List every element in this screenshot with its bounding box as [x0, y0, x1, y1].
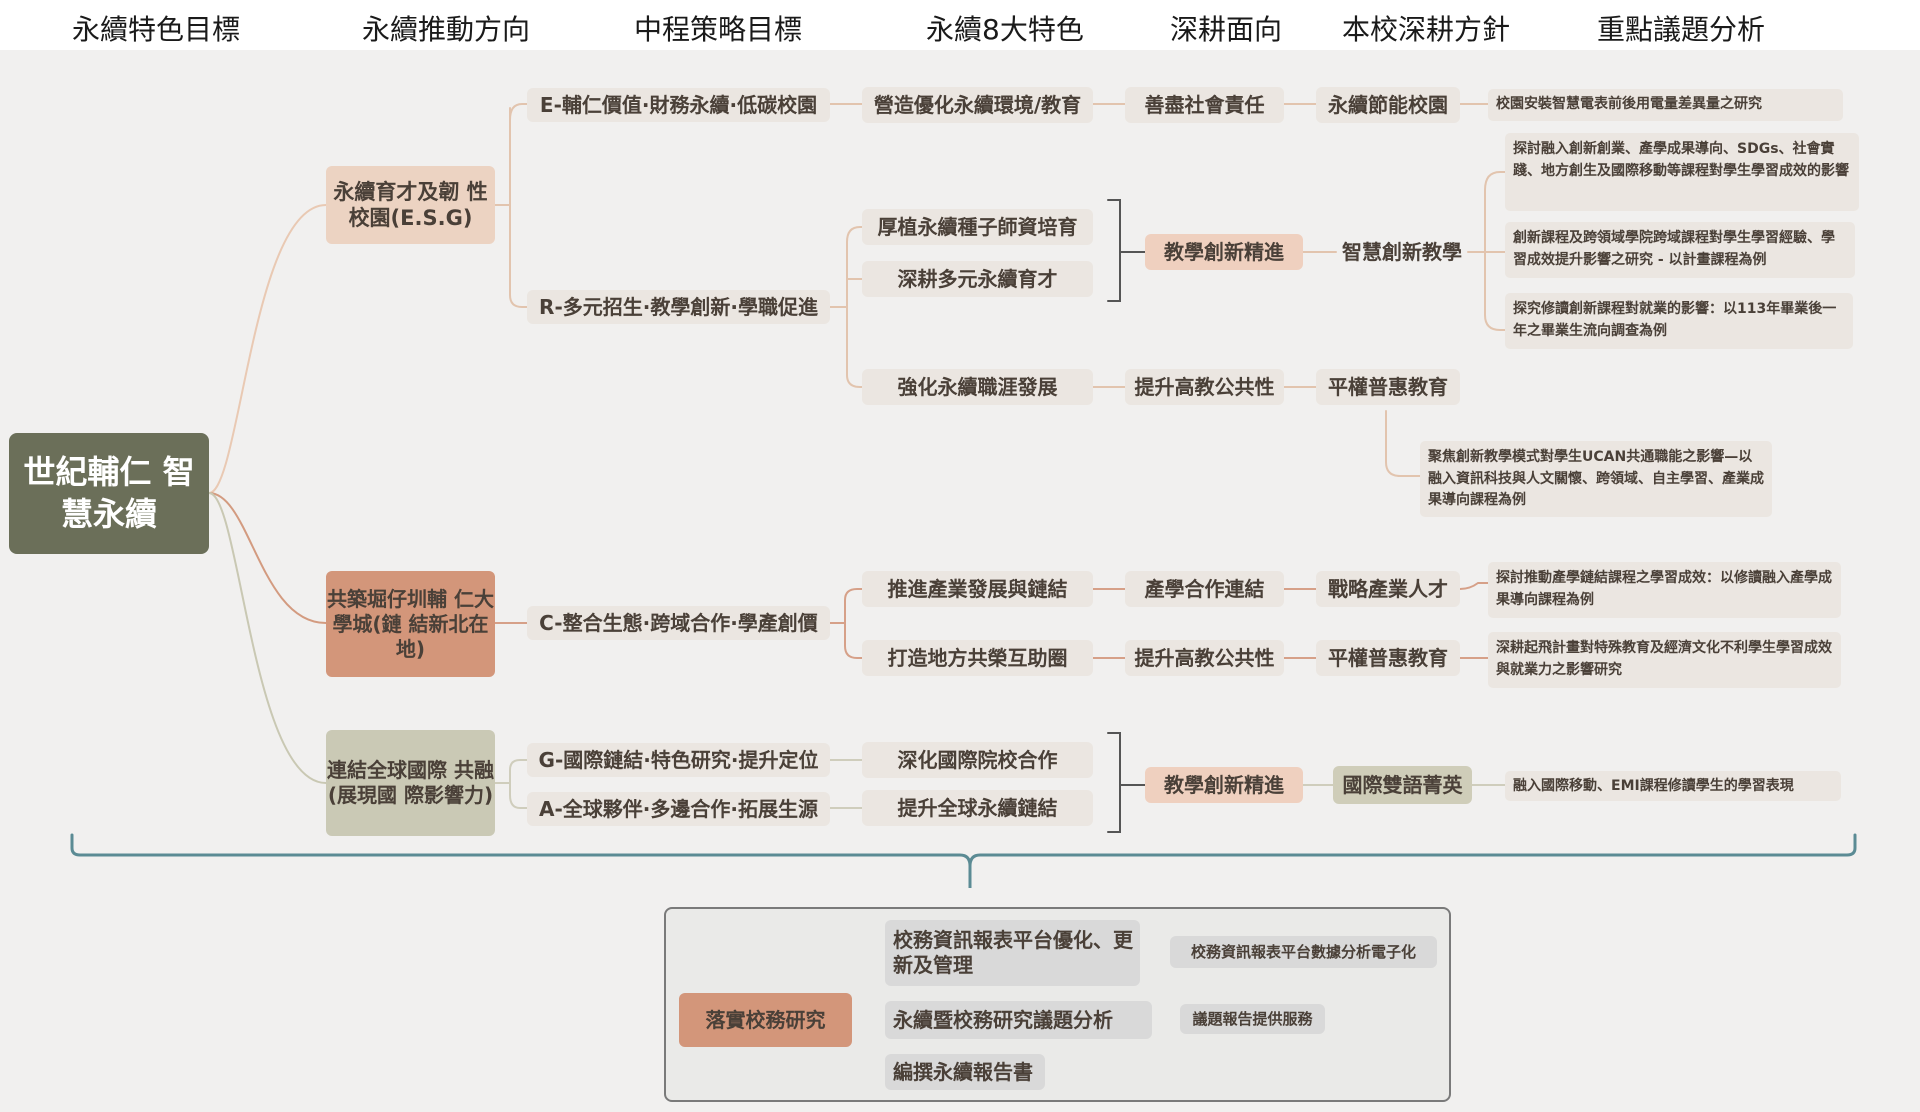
header-sustainability-goals: 永續特色目標: [72, 13, 241, 46]
header-school-policy: 本校深耕方針: [1342, 13, 1511, 46]
policy-equity-education-2: 平權普惠教育: [1316, 640, 1460, 676]
feature-career: 強化永續職涯發展: [862, 369, 1093, 405]
direction-e: E-輔仁價值·財務永續·低碳校園: [527, 88, 830, 122]
policy-equity-education: 平權普惠教育: [1316, 369, 1460, 405]
goal-university-city: 共築堀仔圳輔 仁大學城(鏈 結新北在地): [326, 571, 495, 677]
feature-diverse-talent: 深耕多元永續育才: [862, 261, 1093, 297]
aspect-teaching-innovation: 教學創新精進: [1145, 234, 1303, 270]
header-midterm-strategy: 中程策略目標: [634, 13, 803, 46]
header-key-issue-analysis: 重點議題分析: [1597, 13, 1766, 46]
goal-resilient-campus: 永續育才及韌 性校園(E.S.G): [326, 166, 495, 244]
policy-energy-saving: 永續節能校園: [1316, 87, 1460, 123]
issue-cross-domain-courses: 創新課程及跨領域學院跨域課程對學生學習經驗、學習成效提升影響之研究 - 以計畫課…: [1505, 222, 1855, 278]
research-item-report-platform: 校務資訊報表平台優化、更新及管理: [885, 920, 1140, 986]
policy-bilingual-elite: 國際雙語菁英: [1333, 766, 1472, 804]
policy-strategic-talent: 戰略產業人才: [1316, 571, 1460, 607]
feature-seed-teachers: 厚植永續種子師資培育: [862, 209, 1093, 245]
aspect-social-responsibility: 善盡社會責任: [1125, 87, 1284, 123]
aspect-public-good: 提升高教公共性: [1125, 369, 1284, 405]
header-deepening-aspect: 深耕面向: [1170, 13, 1283, 46]
direction-a: A-全球夥伴·多邊合作·拓展生源: [527, 792, 830, 826]
institutional-research-main: 落實校務研究: [679, 993, 852, 1047]
issue-industry-link-courses: 探討推動產學鏈結課程之學習成效：以修讀融入產學成果導向課程為例: [1488, 562, 1841, 618]
feature-international: 深化國際院校合作: [862, 742, 1093, 778]
direction-r: R-多元招生·教學創新·學職促進: [527, 290, 830, 324]
issue-smart-meter: 校園安裝智慧電表前後用電量差異量之研究: [1488, 89, 1843, 121]
issue-ucan-competency: 聚焦創新教學模式對學生UCAN共通職能之影響—以融入資訊科技與人文關懷、跨領域、…: [1420, 441, 1772, 517]
policy-smart-teaching: 智慧創新教學: [1342, 239, 1462, 264]
feature-local-circle: 打造地方共榮互助圈: [862, 640, 1093, 676]
aspect-teaching-innovation-2: 教學創新精進: [1145, 767, 1303, 803]
feature-industry: 推進產業發展與鏈結: [862, 571, 1093, 607]
feature-environment: 營造優化永續環境/教育: [862, 87, 1093, 123]
research-item-sustainability-report: 編撰永續報告書: [885, 1054, 1045, 1090]
issue-employment-impact: 探究修讀創新課程對就業的影響：以113年畢業後一年之畢業生流向調查為例: [1505, 293, 1853, 349]
direction-g: G-國際鏈結·特色研究·提升定位: [527, 743, 830, 777]
direction-c: C-整合生態·跨域合作·學產創價: [527, 606, 830, 640]
research-note-issue-report: 議題報告提供服務: [1180, 1004, 1325, 1034]
feature-global-link: 提升全球永續鏈結: [862, 790, 1093, 826]
aspect-public-good-2: 提升高教公共性: [1125, 640, 1284, 676]
header-eight-features: 永續8大特色: [926, 13, 1084, 46]
research-note-data-digitization: 校務資訊報表平台數據分析電子化: [1170, 936, 1437, 968]
goal-global-connection: 連結全球國際 共融(展現國 際影響力): [326, 730, 495, 836]
issue-takeoff-program: 深耕起飛計畫對特殊教育及經濟文化不利學生學習成效與就業力之影響研究: [1488, 632, 1841, 688]
issue-emi-courses: 融入國際移動、EMI課程修讀學生的學習表現: [1505, 771, 1841, 801]
header-promotion-direction: 永續推動方向: [362, 13, 531, 46]
issue-innovation-courses: 探討融入創新創業、產學成果導向、SDGs、社會實踐、地方創生及國際移動等課程對學…: [1505, 133, 1859, 211]
root-node: 世紀輔仁 智慧永續: [9, 433, 209, 554]
research-item-issue-analysis: 永續暨校務研究議題分析: [885, 1001, 1152, 1039]
aspect-industry-cooperation: 產學合作連結: [1125, 571, 1284, 607]
